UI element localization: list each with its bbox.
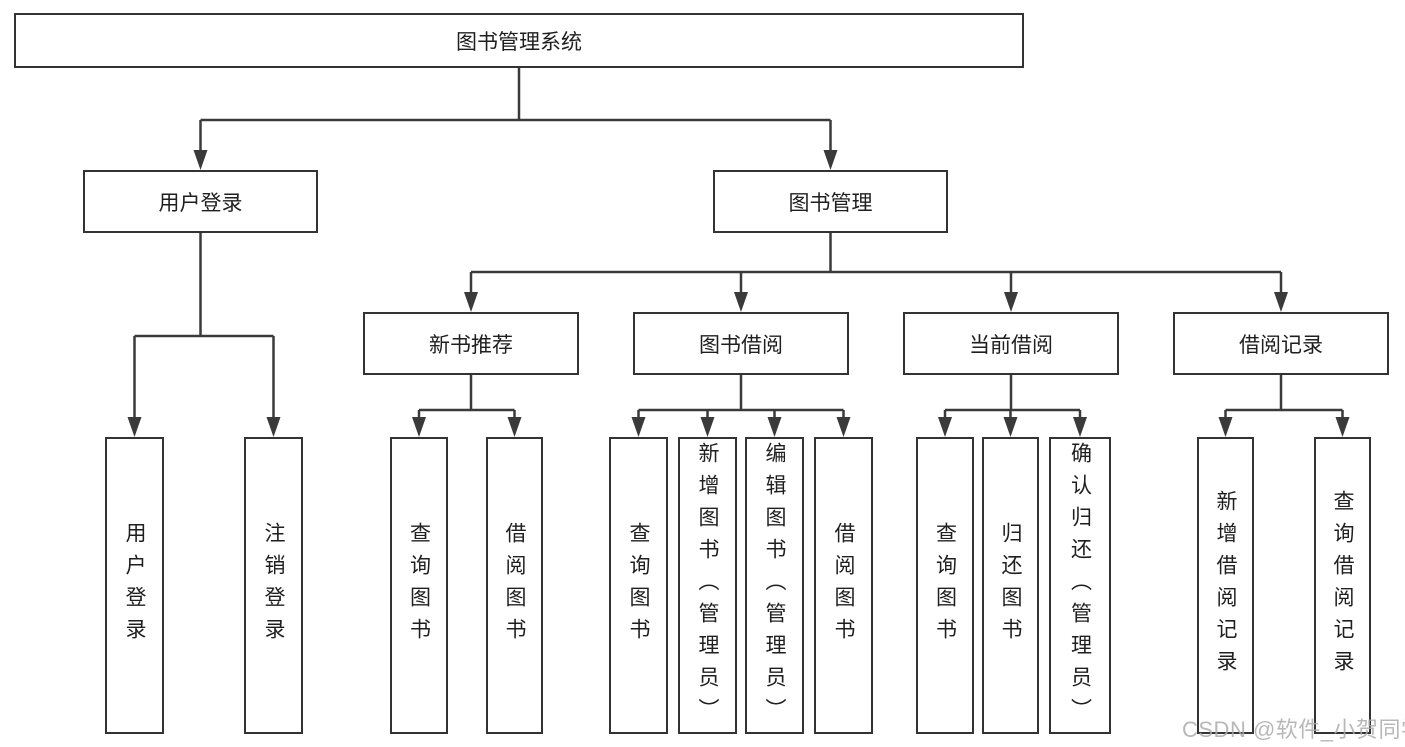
node-borrow-records: 借阅记录 [1173,312,1389,375]
node-borrow-records-label: 借阅记录 [1239,333,1323,357]
node-book-borrow: 图书借阅 [633,312,849,375]
leaf-records-add-borrow-record-label: 新增借阅记录 [1214,489,1237,682]
leaf-records-query-borrow-record-label: 查询借阅记录 [1331,489,1354,682]
leaf-borrow-add-book-admin-label: 新增图书（管理员） [696,441,719,730]
arrowheads [127,150,1350,437]
leaf-login-logout-label: 注销登录 [262,521,285,650]
leaf-current-return-book-label: 归还图书 [999,521,1022,650]
leaf-borrow-add-book-admin: 新增图书（管理员） [678,437,737,734]
leaf-login-user-login-label: 用户登录 [123,521,146,650]
leaf-login-user-login: 用户登录 [105,437,164,734]
leaf-current-return-book: 归还图书 [982,437,1039,734]
leaf-records-add-borrow-record: 新增借阅记录 [1197,437,1254,734]
leaf-current-query-book-label: 查询图书 [933,521,957,650]
connector-book-borrow-to-leaves [637,375,845,421]
node-current-borrow-label: 当前借阅 [969,333,1053,357]
leaf-login-logout: 注销登录 [244,437,303,734]
node-book-management: 图书管理 [713,170,948,233]
connector-new-book-recommend-to-leaves [417,375,516,421]
leaf-borrow-borrow-book: 借阅图书 [814,437,873,734]
leaf-recommend-borrow-book: 借阅图书 [486,437,543,734]
node-user-login-label: 用户登录 [158,191,243,215]
node-user-login: 用户登录 [83,170,318,233]
leaf-recommend-borrow-book-label: 借阅图书 [503,521,526,650]
connector-current-borrow-to-leaves [943,375,1082,421]
node-book-borrow-label: 图书借阅 [699,333,783,357]
leaf-borrow-edit-book-admin: 编辑图书（管理员） [745,437,804,734]
node-root-label: 图书管理系统 [456,30,582,54]
leaf-borrow-edit-book-admin-label: 编辑图书（管理员） [763,441,786,730]
leaf-borrow-query-book-label: 查询图书 [627,521,650,650]
node-book-management-label: 图书管理 [788,191,873,215]
node-current-borrow: 当前借阅 [903,312,1119,375]
leaf-records-query-borrow-record: 查询借阅记录 [1314,437,1371,734]
leaf-recommend-query-book: 查询图书 [390,437,448,734]
leaf-current-confirm-return-admin: 确认归还（管理员） [1049,437,1111,734]
node-new-book-recommend: 新书推荐 [363,312,579,375]
connector-root-to-level2 [199,68,832,152]
leaf-current-query-book: 查询图书 [916,437,974,734]
connector-book-management-to-sections [469,233,1283,294]
connector-user-login-to-leaves [133,233,275,419]
node-root: 图书管理系统 [14,13,1024,68]
leaf-recommend-query-book-label: 查询图书 [407,521,431,650]
csdn-watermark: CSDN @软件_小贺同学 [1182,717,1405,742]
connector-borrow-records-to-leaves [1224,375,1344,421]
node-new-book-recommend-label: 新书推荐 [429,333,513,357]
leaf-current-confirm-return-admin-label: 确认归还（管理员） [1068,441,1092,730]
leaf-borrow-borrow-book-label: 借阅图书 [832,521,855,650]
leaf-borrow-query-book: 查询图书 [609,437,668,734]
